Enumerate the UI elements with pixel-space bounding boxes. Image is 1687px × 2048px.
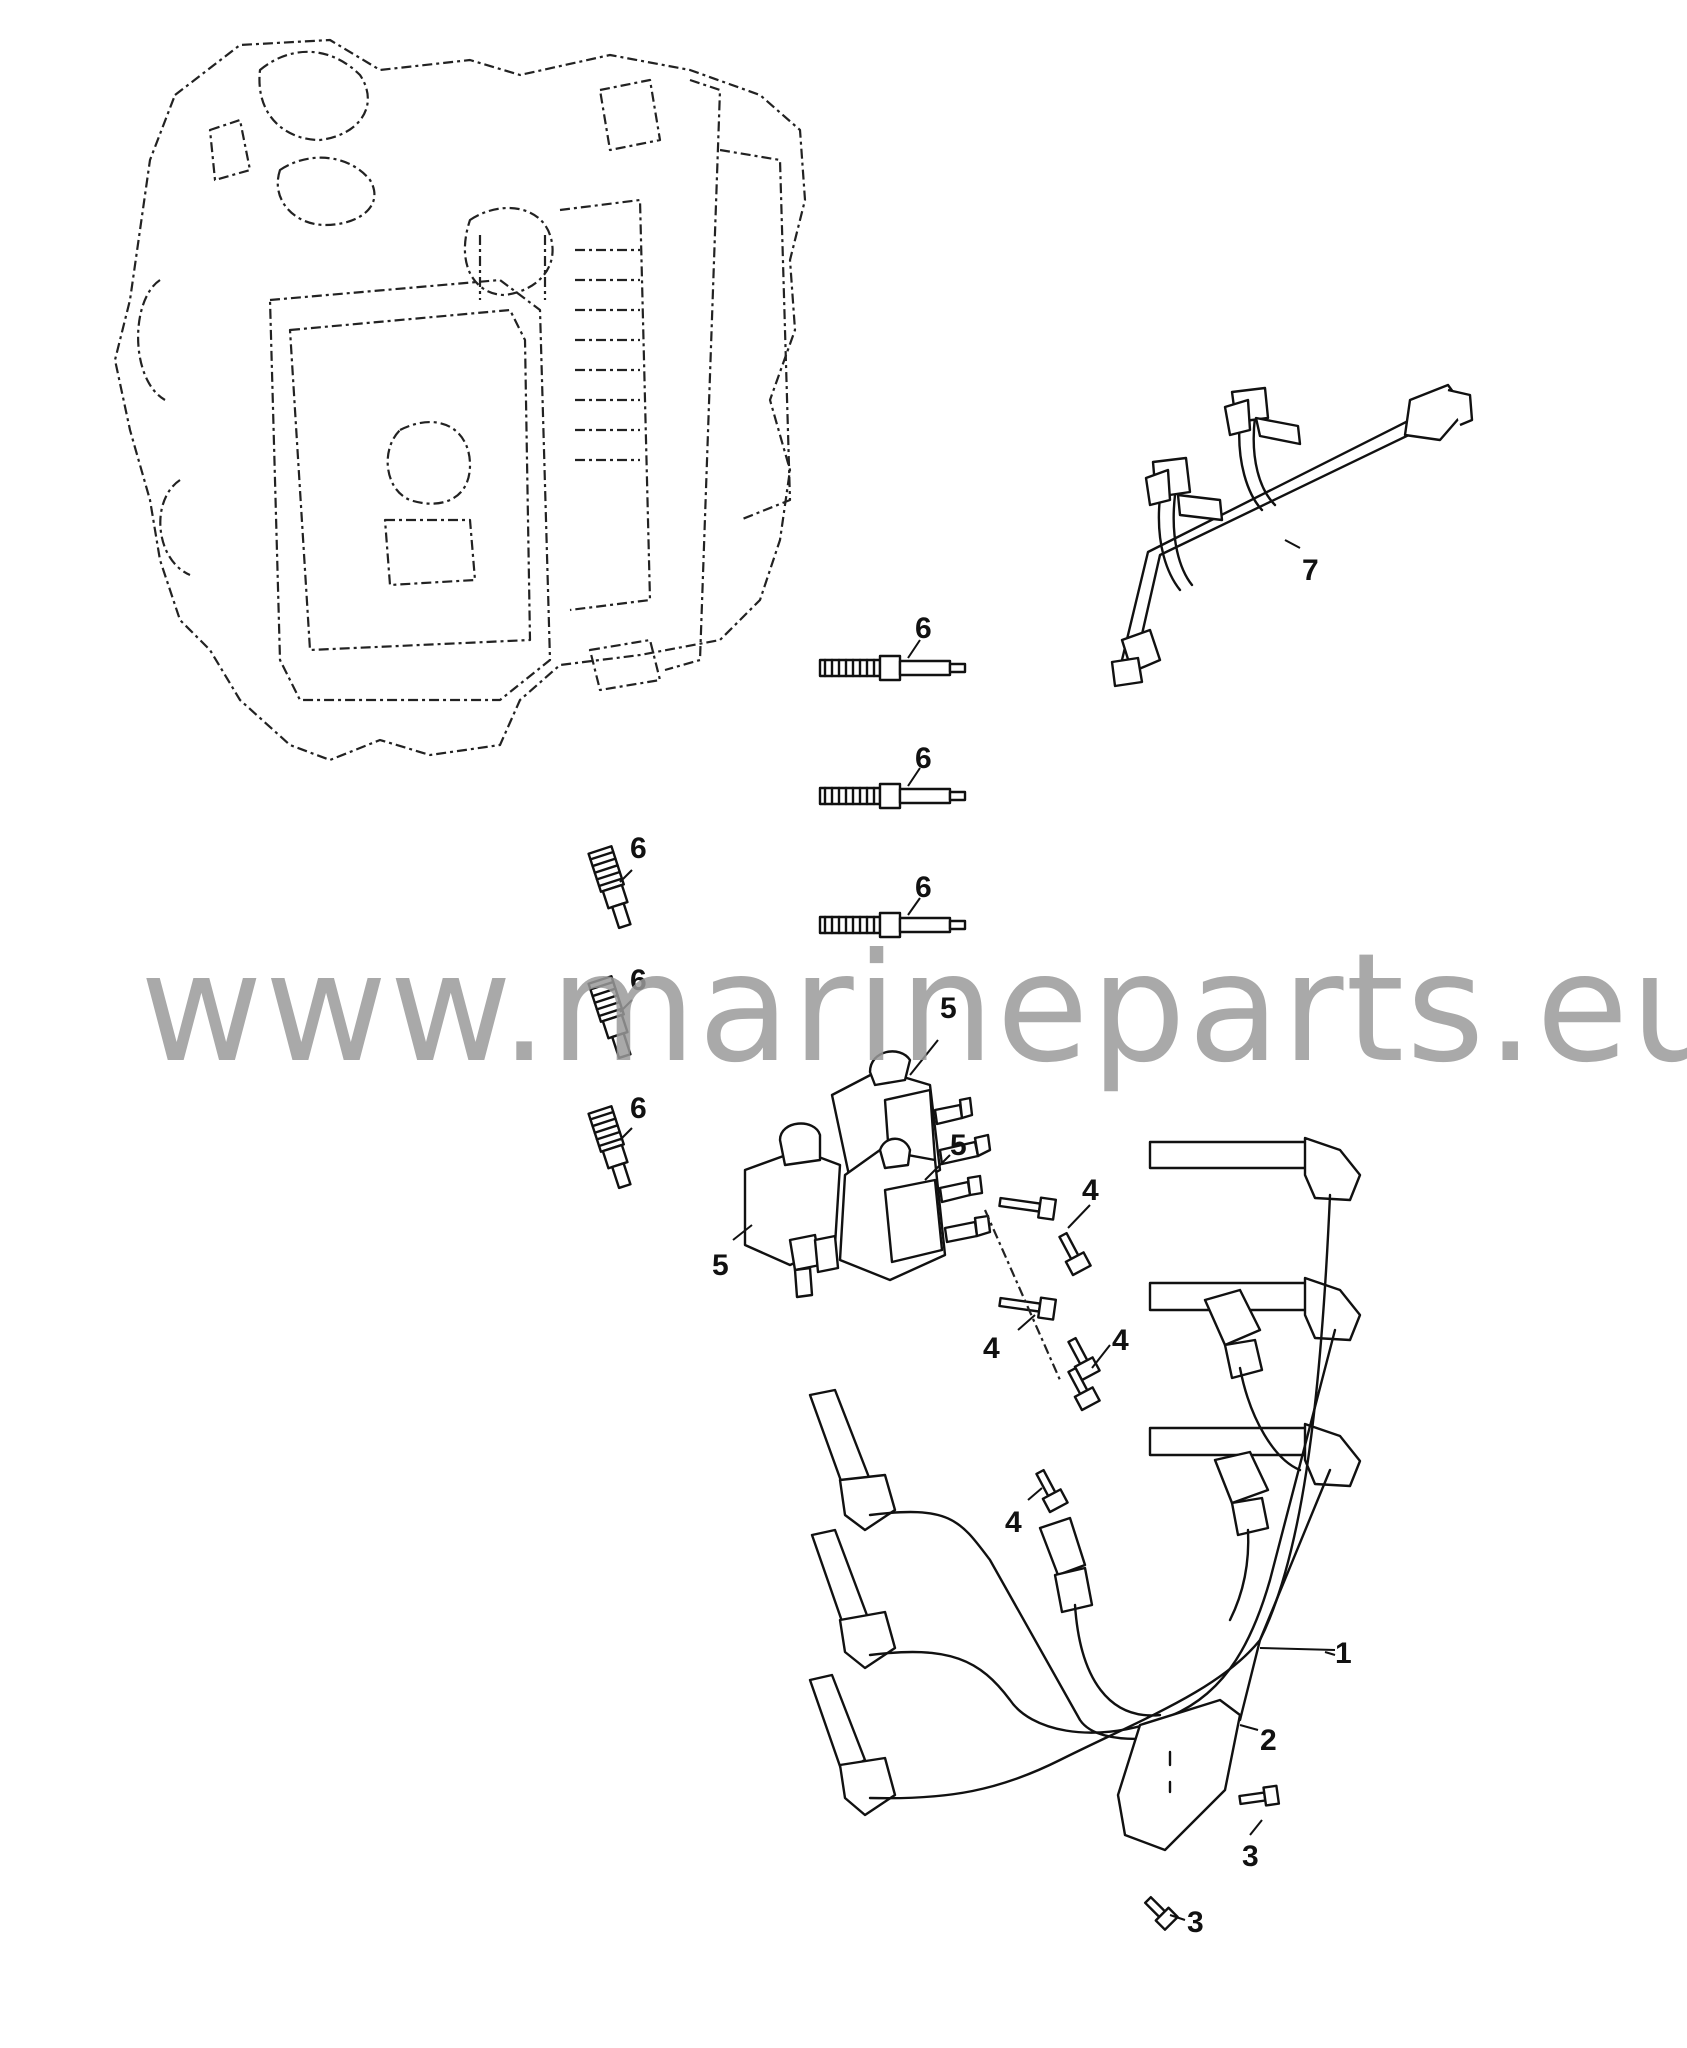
bracket-2 (1116, 1698, 1259, 1852)
callout-4c: 4 (1112, 1324, 1129, 1357)
watermark: www.marineparts.eu (140, 922, 1687, 1096)
callout-5c: 5 (712, 1249, 729, 1282)
callout-3b: 3 (1187, 1906, 1204, 1939)
callout-6d: 6 (915, 871, 932, 904)
engine-block-outline (113, 38, 807, 762)
callout-4d: 4 (1005, 1506, 1022, 1539)
callout-1: 1 (1335, 1637, 1352, 1670)
callout-5a: 5 (940, 992, 957, 1025)
ignition-coils-5 (732, 1039, 992, 1299)
callout-6b: 6 (915, 742, 932, 775)
spark-plugs-6 (587, 639, 967, 1190)
callout-6c: 6 (630, 832, 647, 865)
callout-3a: 3 (1242, 1840, 1259, 1873)
callout-4b: 4 (983, 1332, 1000, 1365)
callout-4a: 4 (1082, 1174, 1099, 1207)
callout-5b: 5 (950, 1129, 967, 1162)
callout-7: 7 (1302, 554, 1319, 587)
callout-6e: 6 (630, 964, 647, 997)
callout-labels: 1 2 3 3 4 4 4 4 5 5 5 6 6 6 6 6 6 7 (630, 554, 1352, 1939)
screws-3 (1143, 1784, 1281, 1931)
wiring-harness-7 (1110, 383, 1474, 688)
callout-6f: 6 (630, 1092, 647, 1125)
callout-2: 2 (1260, 1724, 1277, 1757)
callout-6a: 6 (915, 612, 932, 645)
bolts-4 (983, 1196, 1111, 1514)
